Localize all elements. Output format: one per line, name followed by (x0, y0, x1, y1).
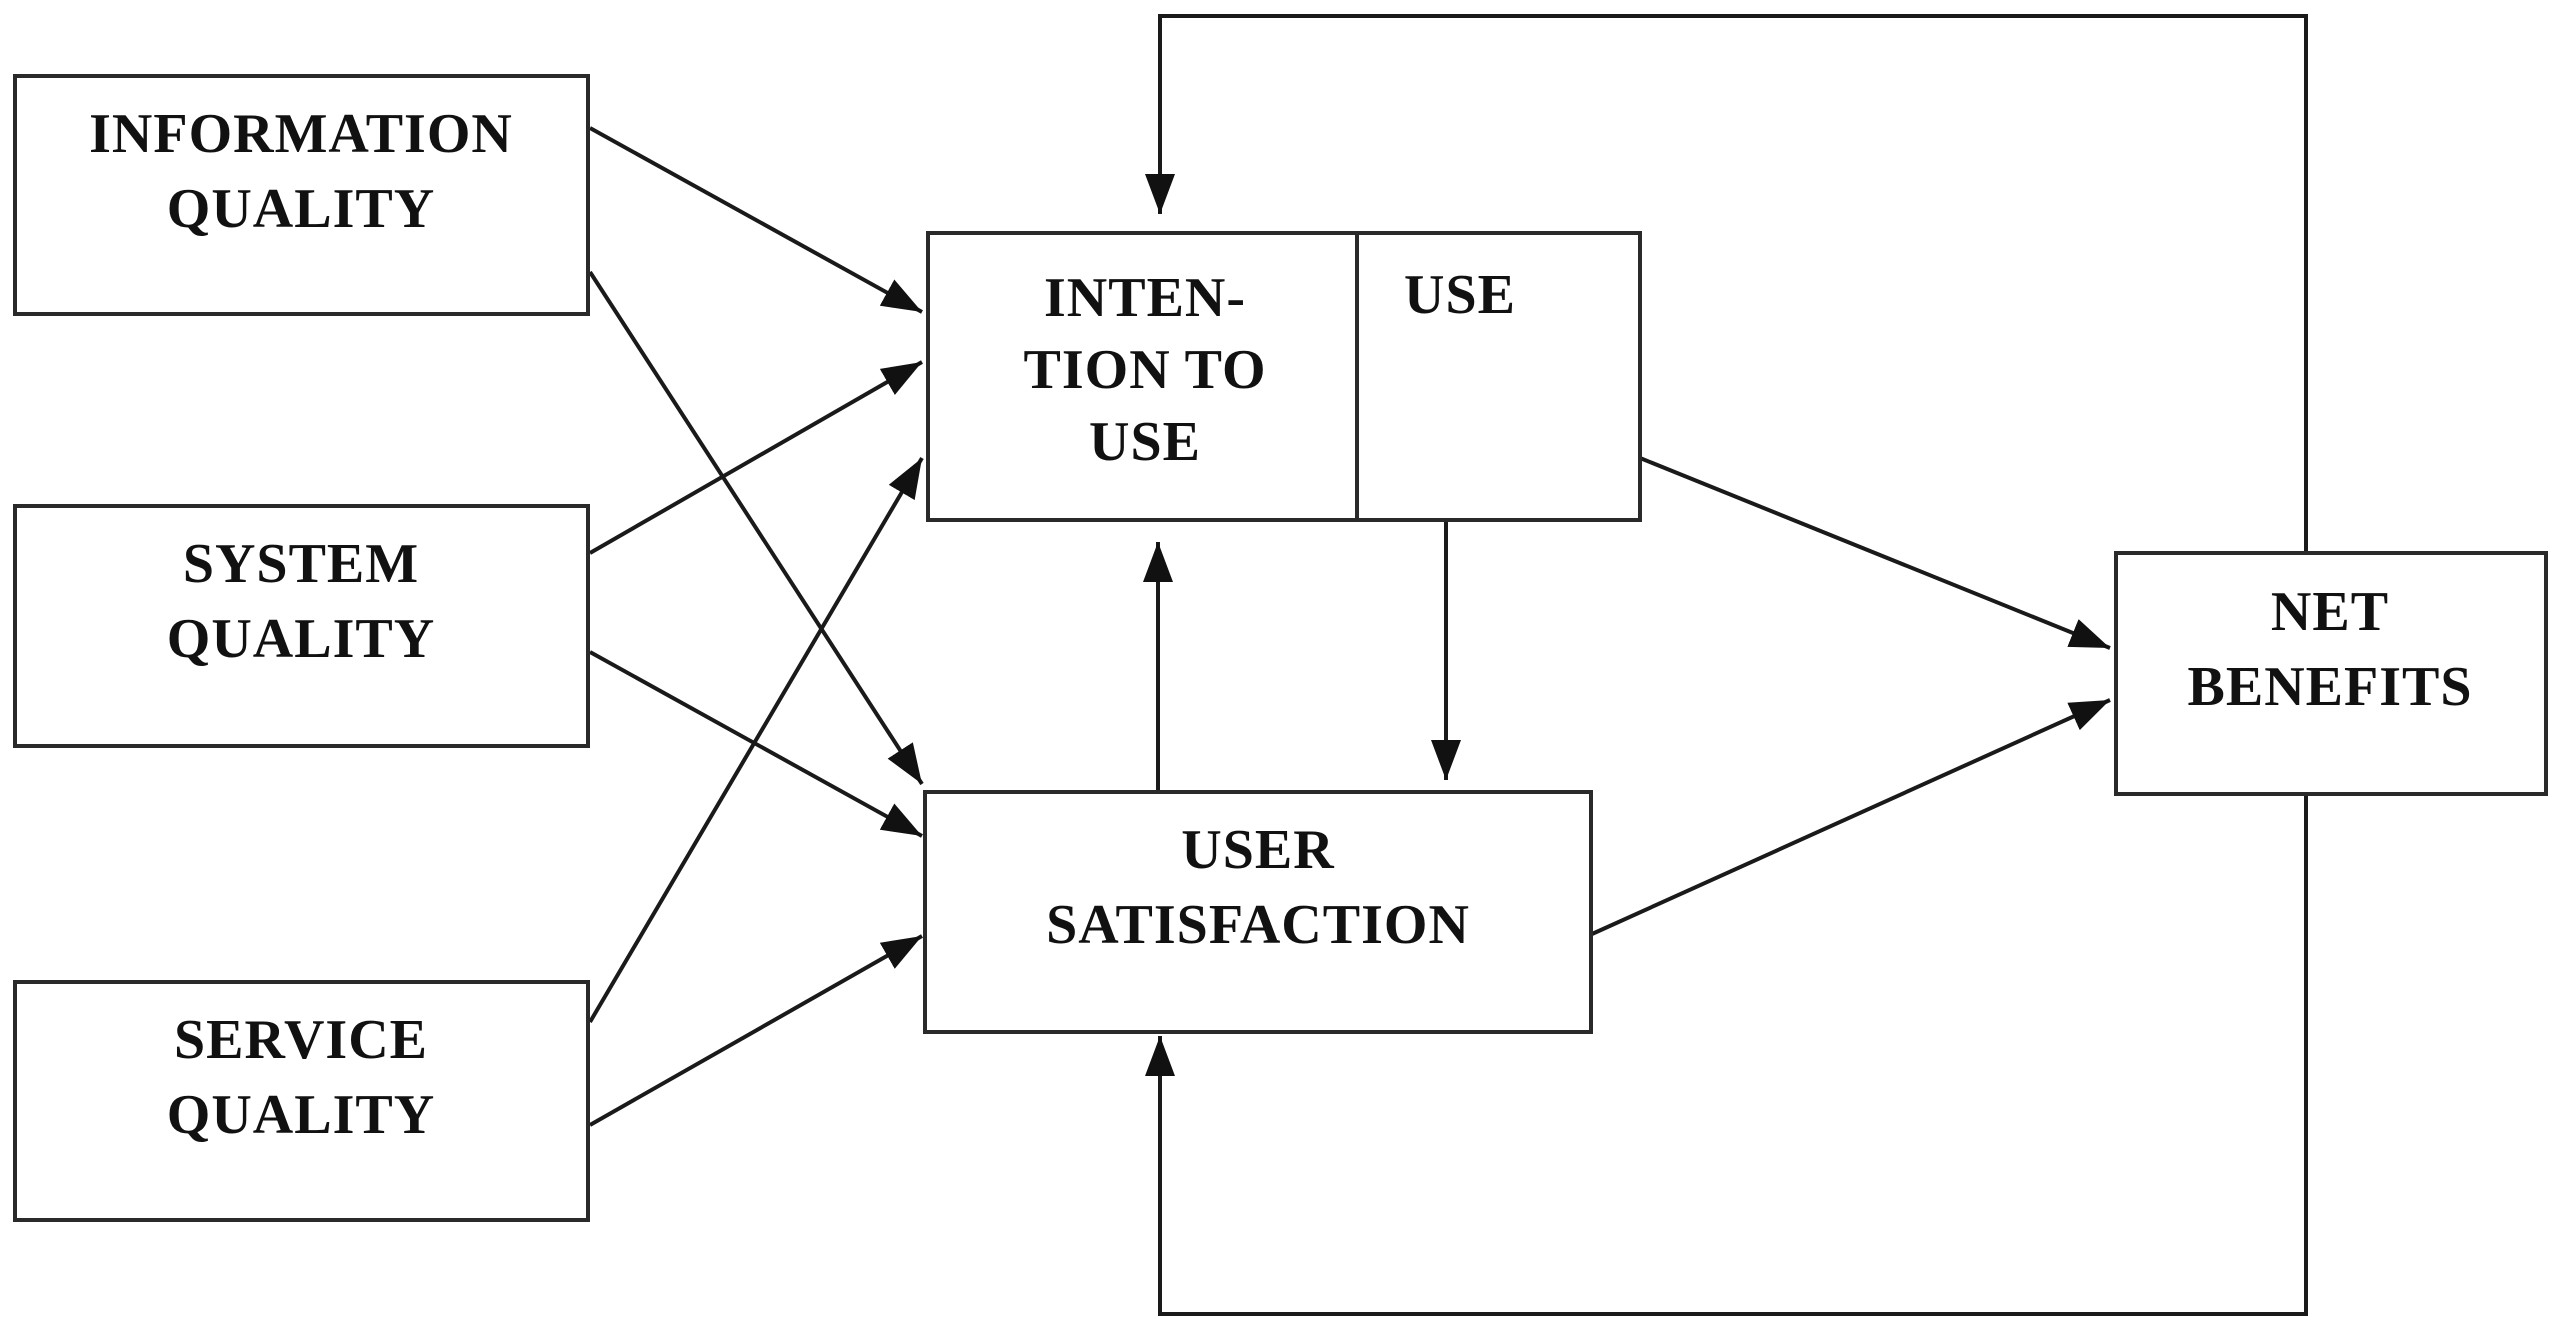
edge-service-to-intention (588, 456, 924, 1024)
edge-service-to-satisfaction (589, 934, 923, 1127)
edge-satisfaction-to-net-benefits (1591, 698, 2111, 936)
intention-to-use-line1: INTEN- (1044, 267, 1246, 329)
node-information-quality: INFORMATION QUALITY (13, 74, 590, 316)
node-system-quality: SYSTEM QUALITY (13, 504, 590, 748)
net-benefits-line1: NET (2271, 581, 2389, 643)
user-satisfaction-line2: SATISFACTION (1046, 894, 1470, 956)
node-user-satisfaction: USER SATISFACTION (923, 790, 1593, 1034)
information-quality-line1: INFORMATION (89, 103, 513, 165)
service-quality-line2: QUALITY (167, 1084, 435, 1146)
edges (588, 14, 2308, 1316)
node-net-benefits: NET BENEFITS (2114, 551, 2548, 796)
edge-use-to-net-benefits (1639, 456, 2111, 650)
edge-information-to-satisfaction (588, 270, 924, 786)
use-label: USE (1404, 264, 1516, 326)
system-quality-line1: SYSTEM (183, 533, 419, 595)
edge-feedback-net-benefits-to-satisfaction (1145, 796, 2308, 1316)
information-quality-line2: QUALITY (167, 178, 435, 240)
intention-to-use-line2: TION TO (1023, 339, 1266, 401)
user-satisfaction-line1: USER (1181, 819, 1334, 881)
node-intention-to-use-and-use: INTEN- TION TO USE USE (926, 231, 1642, 522)
edge-information-to-intention (589, 126, 923, 314)
intention-to-use-line3: USE (1089, 411, 1201, 473)
service-quality-line1: SERVICE (174, 1009, 428, 1071)
node-service-quality: SERVICE QUALITY (13, 980, 590, 1222)
edge-system-to-intention (589, 360, 923, 555)
edge-feedback-net-benefits-to-intention (1145, 14, 2308, 552)
system-quality-line2: QUALITY (167, 608, 435, 670)
net-benefits-line2: BENEFITS (2188, 656, 2473, 718)
edge-system-to-satisfaction (589, 650, 923, 838)
